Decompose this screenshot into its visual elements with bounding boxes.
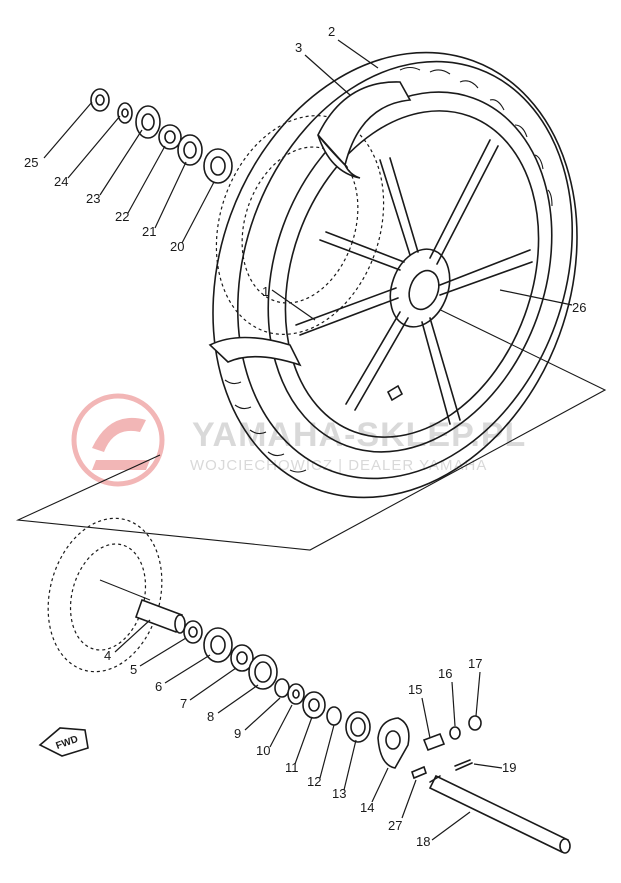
fwd-direction-arrow: FWD bbox=[38, 727, 89, 757]
part-12-washer bbox=[326, 706, 342, 726]
tread-pattern bbox=[224, 66, 553, 473]
rim-inner bbox=[284, 110, 540, 438]
callout-16: 16 bbox=[438, 666, 452, 681]
part-11-drive-gear bbox=[302, 691, 326, 719]
callout-23: 23 bbox=[86, 191, 100, 206]
callout-7: 7 bbox=[180, 696, 187, 711]
callout-18: 18 bbox=[416, 834, 430, 849]
callout-3: 3 bbox=[295, 40, 302, 55]
callout-8: 8 bbox=[207, 709, 214, 724]
part-22-spacer bbox=[158, 124, 182, 150]
part-19-cotter-pin bbox=[454, 759, 473, 771]
part-20-bearing bbox=[203, 148, 233, 184]
callout-22: 22 bbox=[115, 209, 129, 224]
callout-14: 14 bbox=[360, 800, 374, 815]
callout-13: 13 bbox=[332, 786, 346, 801]
callout-6: 6 bbox=[155, 679, 162, 694]
callout-12: 12 bbox=[307, 774, 321, 789]
tire-section-bottom bbox=[208, 336, 302, 367]
wheel-spokes bbox=[295, 139, 533, 425]
part-14-meter-gear-unit bbox=[377, 717, 410, 769]
callout-9: 9 bbox=[234, 726, 241, 741]
callout-21: 21 bbox=[142, 224, 156, 239]
part-13-seal bbox=[345, 711, 371, 743]
hub-bore bbox=[408, 269, 440, 311]
brake-disc-inner bbox=[241, 146, 359, 304]
callout-19: 19 bbox=[502, 760, 516, 775]
callout-11: 11 bbox=[285, 760, 299, 775]
wheel-hub bbox=[389, 248, 451, 328]
part-18-axle bbox=[428, 774, 571, 854]
tire-section-edge bbox=[317, 134, 361, 179]
wheel-assembly bbox=[15, 51, 607, 551]
part-27-pin bbox=[411, 765, 427, 780]
part-5-washer bbox=[183, 620, 203, 644]
leader-lines bbox=[43, 39, 573, 841]
callout-17: 17 bbox=[468, 656, 482, 671]
part-21-bearing bbox=[177, 134, 203, 166]
part-6-bearing bbox=[203, 627, 233, 663]
callout-10: 10 bbox=[256, 743, 270, 758]
part-24-washer bbox=[117, 102, 133, 124]
reference-plane-line bbox=[15, 299, 607, 551]
watermark-subtitle: WOJCIECHOWICZ | DEALER YAMAHA bbox=[190, 457, 487, 474]
callout-1: 1 bbox=[262, 284, 269, 299]
axis-line bbox=[99, 579, 151, 601]
part-4-spacer bbox=[134, 598, 186, 634]
callout-26: 26 bbox=[572, 300, 586, 315]
bearing-stack-upper bbox=[90, 88, 233, 184]
part-15-cable-nut bbox=[422, 732, 446, 752]
part-8-seal bbox=[248, 654, 278, 690]
callouts: 1 2 3 4 5 6 7 8 9 10 11 12 13 14 15 16 1… bbox=[24, 24, 586, 849]
part-16-washer bbox=[449, 726, 461, 740]
tire-valve bbox=[386, 384, 404, 402]
brake-disc-outline bbox=[215, 115, 385, 335]
watermark-logo bbox=[71, 393, 165, 487]
rim-outer bbox=[267, 91, 553, 453]
callout-24: 24 bbox=[54, 174, 68, 189]
callout-27: 27 bbox=[388, 818, 402, 833]
callout-20: 20 bbox=[170, 239, 184, 254]
part-9-washer bbox=[274, 678, 290, 698]
part-17-cap bbox=[468, 715, 482, 731]
callout-2: 2 bbox=[328, 24, 335, 39]
tire-section-top bbox=[317, 81, 412, 167]
callout-15: 15 bbox=[408, 682, 422, 697]
callout-5: 5 bbox=[130, 662, 137, 677]
part-25-nut bbox=[90, 88, 110, 112]
tire-outer bbox=[212, 51, 578, 499]
part-10-ring bbox=[287, 683, 305, 705]
lower-assembly: FWD bbox=[38, 517, 571, 854]
watermark-title: YAMAHA-SKLEP.PL bbox=[192, 416, 526, 454]
part-7-spacer bbox=[230, 644, 254, 672]
tire-tread-line bbox=[236, 60, 574, 480]
callout-4: 4 bbox=[104, 648, 111, 663]
callout-25: 25 bbox=[24, 155, 38, 170]
